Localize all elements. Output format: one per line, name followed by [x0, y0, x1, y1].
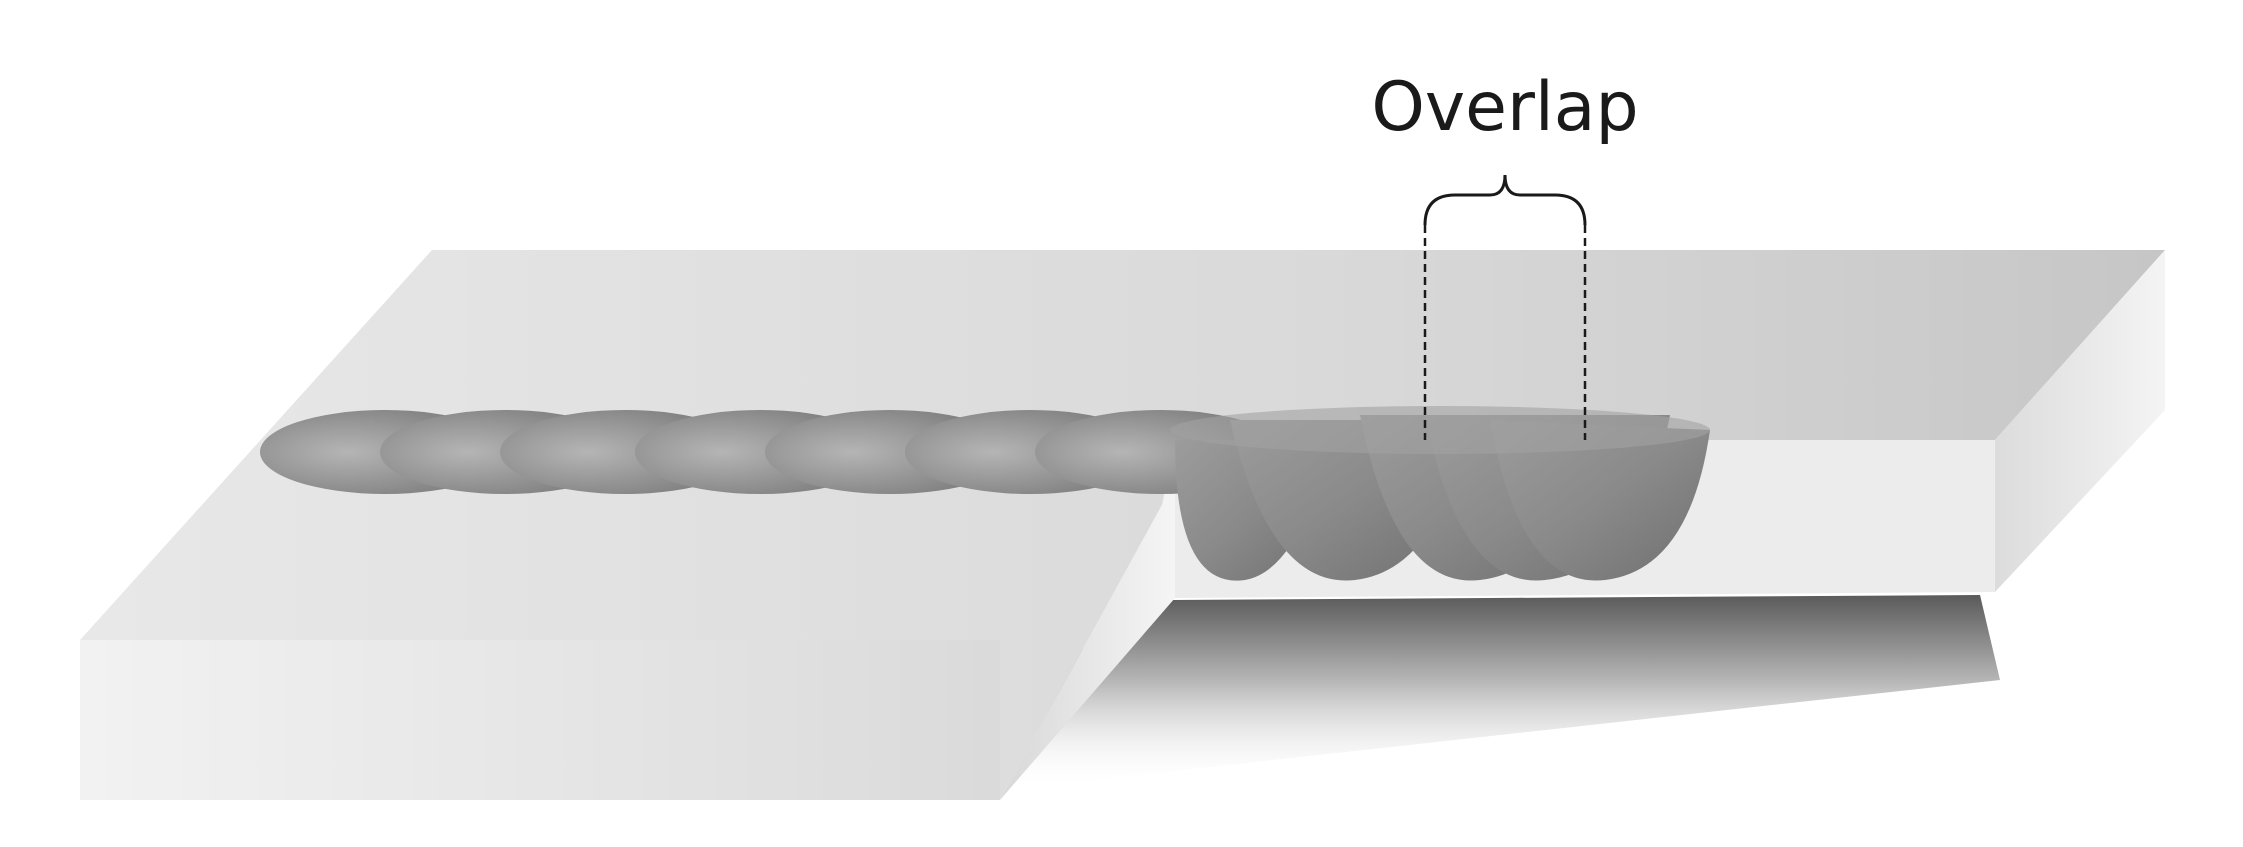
weld-bead-surface — [260, 410, 1285, 494]
overlap-label: Overlap — [1371, 68, 1638, 147]
plate-right-face — [1995, 250, 2165, 592]
weld-bowl — [1490, 420, 1710, 581]
weld-cross-section — [1170, 406, 1710, 581]
plate-step-side-face — [1000, 440, 1175, 800]
overlap-annotation: Overlap — [1371, 68, 1639, 440]
plate-shadow — [990, 595, 2000, 790]
plate-front-face — [80, 640, 1000, 800]
overlap-brace — [1423, 174, 1587, 226]
weld-top-cap — [1170, 406, 1710, 454]
